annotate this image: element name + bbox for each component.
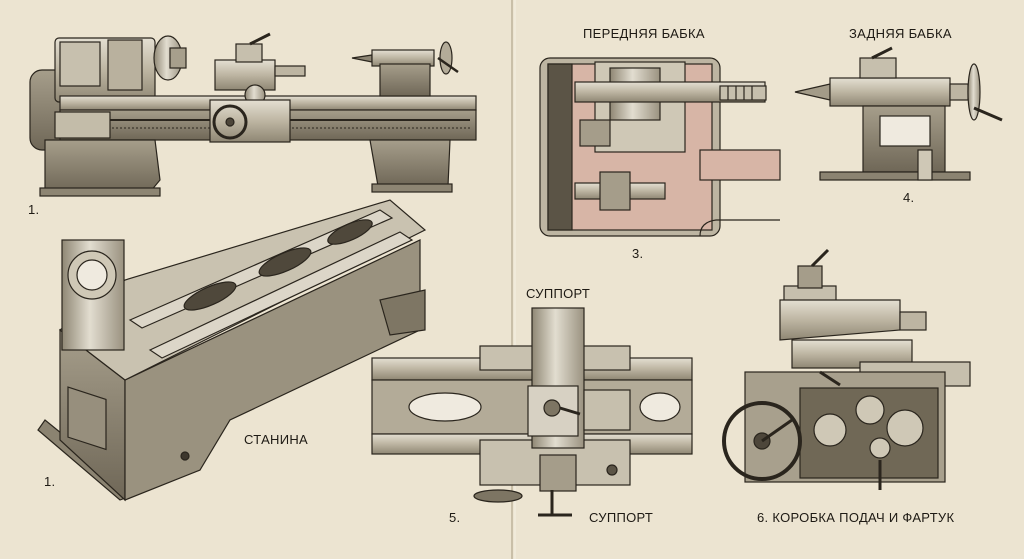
feed-box-title: 6. КОРОБКА ПОДАЧ И ФАРТУК (757, 510, 955, 525)
support-title-bottom: СУППОРТ (589, 510, 654, 525)
figure-number-4: 4. (903, 190, 915, 205)
tailstock-drawing (794, 46, 1003, 181)
lathe-overview-drawing (29, 32, 477, 197)
headstock-title: ПЕРЕДНЯЯ БАБКА (583, 26, 705, 41)
headstock-cutaway-drawing (539, 57, 781, 237)
feed-box-drawing (722, 248, 971, 490)
figure-number-1-bottom: 1. (44, 474, 56, 489)
figure-number-3: 3. (632, 246, 644, 261)
tailstock-title: ЗАДНЯЯ БАБКА (849, 26, 952, 41)
bed-title: СТАНИНА (244, 432, 309, 447)
figure-number-1-top: 1. (28, 202, 40, 217)
figure-number-5: 5. (449, 510, 461, 525)
support-title-top: СУППОРТ (526, 286, 591, 301)
support-drawing (371, 307, 693, 517)
lathe-bed-drawing (37, 199, 427, 502)
